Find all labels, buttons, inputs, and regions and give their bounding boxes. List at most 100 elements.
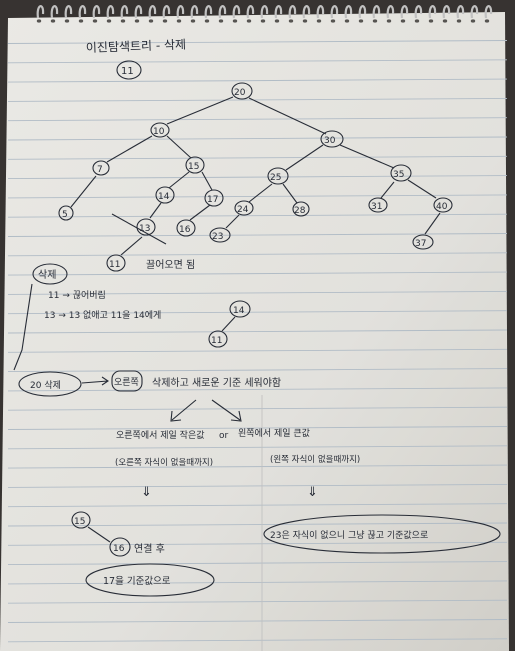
spiral-hole	[400, 19, 406, 23]
spiral-hole	[358, 19, 364, 23]
svg-text:35: 35	[393, 170, 404, 180]
ruled-line	[7, 213, 508, 218]
node-5: 5	[58, 205, 74, 221]
ruled-line	[7, 136, 508, 141]
spiral-ring	[330, 5, 339, 19]
spiral-ring	[414, 5, 423, 19]
ruled-line	[7, 194, 508, 199]
option-right: 왼쪽에서 제일 큰값	[238, 427, 310, 439]
spiral-hole	[316, 19, 322, 23]
small-tree-top-circle	[229, 300, 251, 318]
spiral-hole	[386, 19, 392, 23]
ruled-line	[7, 445, 508, 450]
edge-30-25	[285, 144, 324, 171]
spiral-ring	[246, 5, 255, 19]
spiral-ring	[232, 5, 241, 19]
spiral-hole	[64, 19, 70, 23]
spiral-hole	[414, 19, 420, 23]
spiral-ring	[428, 5, 437, 19]
ruled-line	[7, 252, 508, 257]
left-result-top-circle	[71, 511, 91, 529]
option-or: or	[219, 431, 229, 441]
case-line-1: 11 → 끊어버림	[48, 289, 106, 301]
node-30: 30	[320, 130, 344, 148]
edge-13-11	[120, 236, 143, 256]
spiral-ring	[316, 5, 325, 19]
node-31: 31	[368, 197, 388, 213]
ruled-line	[7, 426, 508, 430]
edge-7-5	[70, 175, 97, 208]
node-7: 7	[92, 160, 110, 176]
node-35: 35	[390, 164, 412, 182]
svg-text:14: 14	[158, 192, 170, 202]
hint-right: (왼쪽 자식이 없을때까지)	[270, 454, 360, 465]
ruled-line	[7, 97, 508, 102]
spiral-ring	[386, 5, 395, 19]
svg-text:7: 7	[97, 165, 103, 175]
number-circle	[116, 60, 142, 80]
svg-text:40: 40	[436, 202, 448, 212]
ruled-line	[7, 464, 508, 469]
flow-bracket	[13, 283, 33, 371]
hint-left: (오른쪽 자식이 없을때까지)	[115, 457, 213, 468]
left-result-text: 연결 후	[134, 543, 165, 555]
leaf-note: 끌어오면 됨	[146, 259, 195, 271]
edge-20-30	[248, 97, 327, 135]
spiral-hole	[204, 19, 210, 23]
edge-24-23	[225, 214, 240, 229]
spiral-hole	[260, 19, 266, 23]
spiral-ring	[484, 5, 493, 19]
keyword-box	[111, 370, 143, 392]
spiral-ring	[400, 5, 409, 19]
spiral-ring	[106, 5, 115, 19]
edge-40-37	[424, 212, 441, 235]
delete-label: 삭제	[38, 269, 56, 281]
node-24: 24	[234, 200, 254, 216]
node-16: 16	[176, 219, 196, 237]
step-arrow	[81, 376, 109, 386]
svg-text:24: 24	[237, 205, 249, 215]
node-20: 20	[231, 82, 253, 100]
spiral-ring	[218, 5, 227, 19]
spiral-hole	[442, 19, 448, 23]
spiral-ring	[92, 5, 101, 19]
spiral-hole	[134, 19, 140, 23]
node-15: 15	[185, 156, 205, 174]
svg-text:23: 23	[212, 232, 223, 242]
svg-text:20: 20	[234, 88, 246, 98]
spiral-ring	[50, 5, 59, 19]
left-conclusion-circle	[85, 563, 215, 597]
ruled-line	[7, 638, 508, 643]
spiral-hole	[428, 19, 434, 23]
ruled-line	[7, 175, 508, 180]
ruled-line	[7, 541, 508, 546]
ruled-line	[7, 368, 508, 373]
node-23: 23	[209, 227, 231, 243]
svg-text:5: 5	[62, 210, 68, 220]
right-conclusion-circle	[263, 514, 501, 554]
spiral-hole	[330, 19, 336, 23]
small-tree-bottom-circle	[208, 330, 228, 348]
branch-arrow-left	[170, 399, 197, 422]
node-11: 11	[106, 254, 126, 272]
edge-10-7	[106, 135, 153, 163]
left-result-node-circle	[109, 537, 131, 557]
ruled-line	[7, 290, 508, 295]
spiral-ring	[260, 5, 269, 19]
keyword: 오른쪽	[114, 377, 139, 388]
spiral-ring	[78, 5, 87, 19]
svg-text:28: 28	[294, 206, 306, 216]
small-tree-top: 14	[233, 306, 245, 316]
ruled-line	[7, 503, 508, 508]
spiral-hole	[456, 19, 462, 23]
spiral-ring	[442, 5, 451, 19]
spiral-hole	[344, 19, 350, 23]
svg-text:13: 13	[139, 224, 150, 234]
strike-13	[111, 213, 167, 245]
ruled-line	[7, 78, 508, 83]
spiral-hole	[484, 19, 490, 23]
spiral-ring	[456, 5, 465, 19]
step-20-circle	[18, 371, 82, 397]
spiral-ring	[358, 5, 367, 19]
edge-35-31	[380, 181, 395, 199]
